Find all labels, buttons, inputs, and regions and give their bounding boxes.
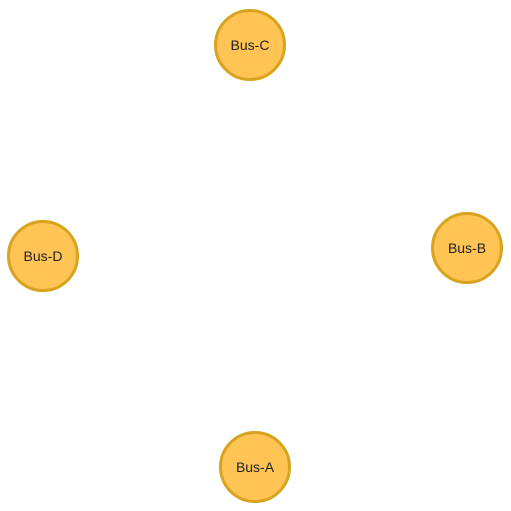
node-bus-c[interactable]: Bus-C xyxy=(214,9,286,81)
node-label: Bus-D xyxy=(23,248,63,264)
node-label: Bus-C xyxy=(230,37,270,53)
node-bus-b[interactable]: Bus-B xyxy=(431,212,503,284)
node-label: Bus-A xyxy=(235,459,275,475)
node-label: Bus-B xyxy=(447,240,487,256)
node-bus-d[interactable]: Bus-D xyxy=(7,220,79,292)
node-bus-a[interactable]: Bus-A xyxy=(219,431,291,503)
